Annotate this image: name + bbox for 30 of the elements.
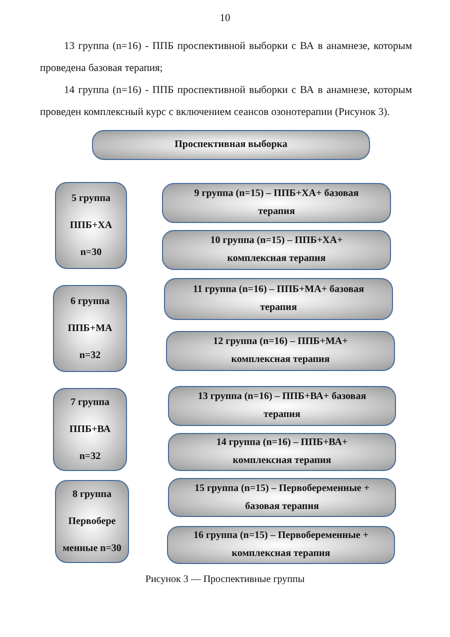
group-box (162, 183, 391, 223)
figure-caption: Рисунок 3 — Проспективные группы (144, 573, 306, 587)
group-box (167, 526, 395, 564)
box-text: 13 группа (n=16) – ППБ+ВА+ базовая терапия (196, 390, 368, 422)
box-text: 7 группа ППБ+ВА n=32 (68, 396, 112, 464)
box-text: 16 группа (n=15) – Первобеременные + комплексная терапия (192, 529, 370, 561)
box-text: 8 группа Первобере менные n=30 (62, 488, 122, 556)
box-text: 14 группа (n=16) – ППБ+ВА+ комплексная терапия (215, 436, 349, 468)
box-text: Проспективная выборка (174, 138, 288, 152)
group-box (53, 388, 127, 471)
box-text: 12 группа (n=16) – ППБ+МА+ комплексная терапия (212, 335, 349, 367)
group-box (55, 182, 127, 269)
group-box (162, 230, 391, 270)
box-text: 15 группа (n=15) – Первобеременные + базовая терапия (193, 482, 371, 514)
group-box (168, 478, 396, 517)
box-text: 6 группа ППБ+МА n=32 (66, 295, 114, 363)
group-box (55, 480, 129, 563)
group-box (168, 433, 396, 471)
header-box (92, 130, 370, 160)
page-number: 10 (218, 12, 232, 26)
box-text: 11 группа (n=16) – ППБ+МА+ базовая терапия (192, 283, 366, 315)
group-box (53, 285, 127, 372)
group-box (168, 386, 396, 426)
box-text: 10 группа (n=15) – ППБ+ХА+ комплексная терапия (209, 234, 344, 266)
group-box (166, 331, 395, 371)
box-text: 5 группа ППБ+ХА n=30 (68, 192, 114, 260)
paragraph: 13 группа (n=16) - ППБ проспективной выборки с ВА в анамнезе, которым проведена базовая терапия; (40, 40, 412, 76)
paragraph: 14 группа (n=16) - ППБ проспективной выборки с ВА в анамнезе, которым проведен комплексный курс с включением сеансов озонотерапии (Рисунок 3). (40, 84, 412, 120)
box-text: 9 группа (n=15) – ППБ+ХА+ базовая терапия (193, 187, 360, 219)
group-box (164, 278, 393, 320)
